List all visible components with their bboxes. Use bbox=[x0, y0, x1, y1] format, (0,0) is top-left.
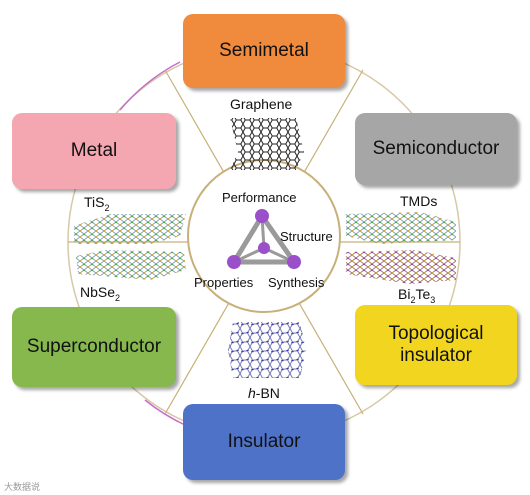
superconductor-label: Superconductor bbox=[26, 336, 162, 358]
semiconductor-box: Semiconductor bbox=[355, 113, 517, 185]
semimetal-box: Semimetal bbox=[183, 14, 345, 88]
bi2te3-label: Bi2Te3 bbox=[398, 286, 436, 305]
hbn-structure bbox=[228, 322, 306, 378]
insulator-box: Insulator bbox=[183, 404, 345, 480]
nbse2-structure bbox=[76, 250, 186, 280]
nbse2-label: NbSe2 bbox=[80, 284, 121, 303]
semimetal-label: Semimetal bbox=[219, 40, 309, 62]
graphene-label: Graphene bbox=[230, 96, 293, 112]
bi2te3-structure bbox=[346, 250, 456, 284]
tetrahedron bbox=[227, 209, 301, 269]
superconductor-box: Superconductor bbox=[12, 307, 176, 387]
topological-insulator-box: Topological insulator bbox=[355, 305, 517, 385]
metal-label: Metal bbox=[70, 140, 118, 162]
watermark: 大数据说 bbox=[4, 482, 41, 492]
insulator-label: Insulator bbox=[227, 431, 301, 453]
tis2-structure bbox=[74, 214, 186, 244]
hbn-label: h-BN bbox=[248, 385, 280, 401]
properties-label: Properties bbox=[194, 275, 254, 290]
graphene-structure bbox=[230, 118, 304, 170]
tis2-label: TiS2 bbox=[84, 194, 110, 213]
topological-insulator-label: Topological insulator bbox=[388, 323, 484, 366]
tmds-label: TMDs bbox=[400, 193, 438, 209]
synthesis-label: Synthesis bbox=[268, 275, 325, 290]
tmds-structure bbox=[346, 212, 456, 244]
performance-label: Performance bbox=[222, 190, 297, 205]
structure-label: Structure bbox=[280, 229, 333, 244]
metal-box: Metal bbox=[12, 113, 176, 189]
semiconductor-label: Semiconductor bbox=[372, 138, 500, 160]
